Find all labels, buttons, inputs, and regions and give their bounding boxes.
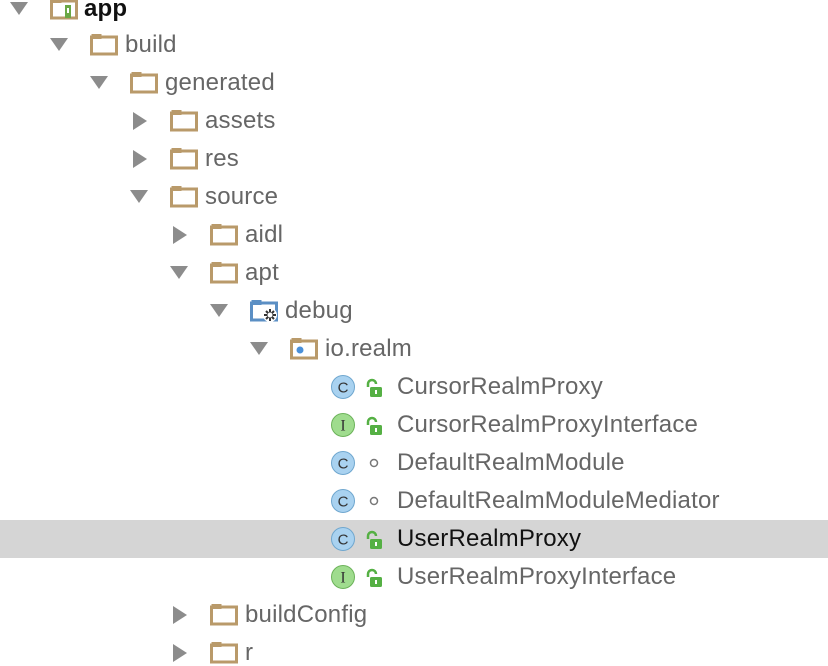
tree-row-buildconfig[interactable]: buildConfig [0,596,828,634]
package-icon [290,330,318,368]
tree-label: app [84,0,128,22]
folder-icon [210,216,238,254]
tree-label: debug [285,297,353,324]
class-icon: C [330,368,358,406]
tree-label: UserRealmProxyInterface [397,563,677,590]
class-icon: C [330,482,358,520]
collapsed-arrow-icon[interactable] [173,634,191,666]
interface-icon: I [330,406,358,444]
svg-text:I: I [340,570,345,587]
generated-source-folder-icon [250,292,278,330]
package-private-icon [368,444,382,482]
tree-label: UserRealmProxy [397,525,582,552]
tree-row-assets[interactable]: assets [0,102,828,140]
folder-icon [210,634,238,666]
folder-icon [130,64,158,102]
unlock-icon [364,406,384,444]
expanded-arrow-icon[interactable] [10,0,28,28]
folder-icon [90,26,118,64]
tree-row-io-realm[interactable]: io.realm [0,330,828,368]
tree-label: DefaultRealmModule [397,449,625,476]
tree-row-aidl[interactable]: aidl [0,216,828,254]
tree-row-build[interactable]: build [0,26,828,64]
expanded-arrow-icon[interactable] [50,26,68,64]
svg-text:C: C [338,494,349,511]
folder-icon [170,102,198,140]
tree-label: build [125,31,177,58]
expanded-arrow-icon[interactable] [170,254,188,292]
collapsed-arrow-icon[interactable] [173,596,191,634]
collapsed-arrow-icon[interactable] [173,216,191,254]
class-icon: C [330,444,358,482]
tree-label: DefaultRealmModuleMediator [397,487,720,514]
tree-label: generated [165,69,275,96]
tree-row-class-selected[interactable]: C UserRealmProxy [0,520,828,558]
svg-text:I: I [340,418,345,435]
expanded-arrow-icon[interactable] [130,178,148,216]
tree-label: aidl [245,221,284,248]
unlock-icon [364,558,384,596]
tree-row-generated[interactable]: generated [0,64,828,102]
class-icon: C [330,520,358,558]
folder-icon [170,178,198,216]
tree-row-debug[interactable]: debug [0,292,828,330]
tree-label: res [205,145,239,172]
svg-text:C: C [338,532,349,549]
module-folder-icon [50,0,78,28]
tree-label: assets [205,107,276,134]
tree-row-class[interactable]: C CursorRealmProxy [0,368,828,406]
tree-label: apt [245,259,279,286]
svg-text:C: C [338,380,349,397]
expanded-arrow-icon[interactable] [250,330,268,368]
package-private-icon [368,482,382,520]
tree-label: CursorRealmProxy [397,373,603,400]
unlock-icon [364,368,384,406]
folder-icon [210,254,238,292]
tree-row-interface[interactable]: I CursorRealmProxyInterface [0,406,828,444]
collapsed-arrow-icon[interactable] [133,140,151,178]
tree-label: buildConfig [245,601,368,628]
tree-row-class[interactable]: C DefaultRealmModuleMediator [0,482,828,520]
tree-row-r[interactable]: r [0,634,828,666]
tree-label: r [245,639,254,666]
interface-icon: I [330,558,358,596]
expanded-arrow-icon[interactable] [210,292,228,330]
expanded-arrow-icon[interactable] [90,64,108,102]
tree-label: source [205,183,279,210]
tree-row-apt[interactable]: apt [0,254,828,292]
folder-icon [210,596,238,634]
tree-row-interface[interactable]: I UserRealmProxyInterface [0,558,828,596]
tree-row-class[interactable]: C DefaultRealmModule [0,444,828,482]
tree-row-res[interactable]: res [0,140,828,178]
collapsed-arrow-icon[interactable] [133,102,151,140]
unlock-icon [364,520,384,558]
svg-text:C: C [338,456,349,473]
tree-label: CursorRealmProxyInterface [397,411,699,438]
tree-row-app[interactable]: app [0,0,828,28]
tree-label: io.realm [325,335,412,362]
tree-row-source[interactable]: source [0,178,828,216]
folder-icon [170,140,198,178]
